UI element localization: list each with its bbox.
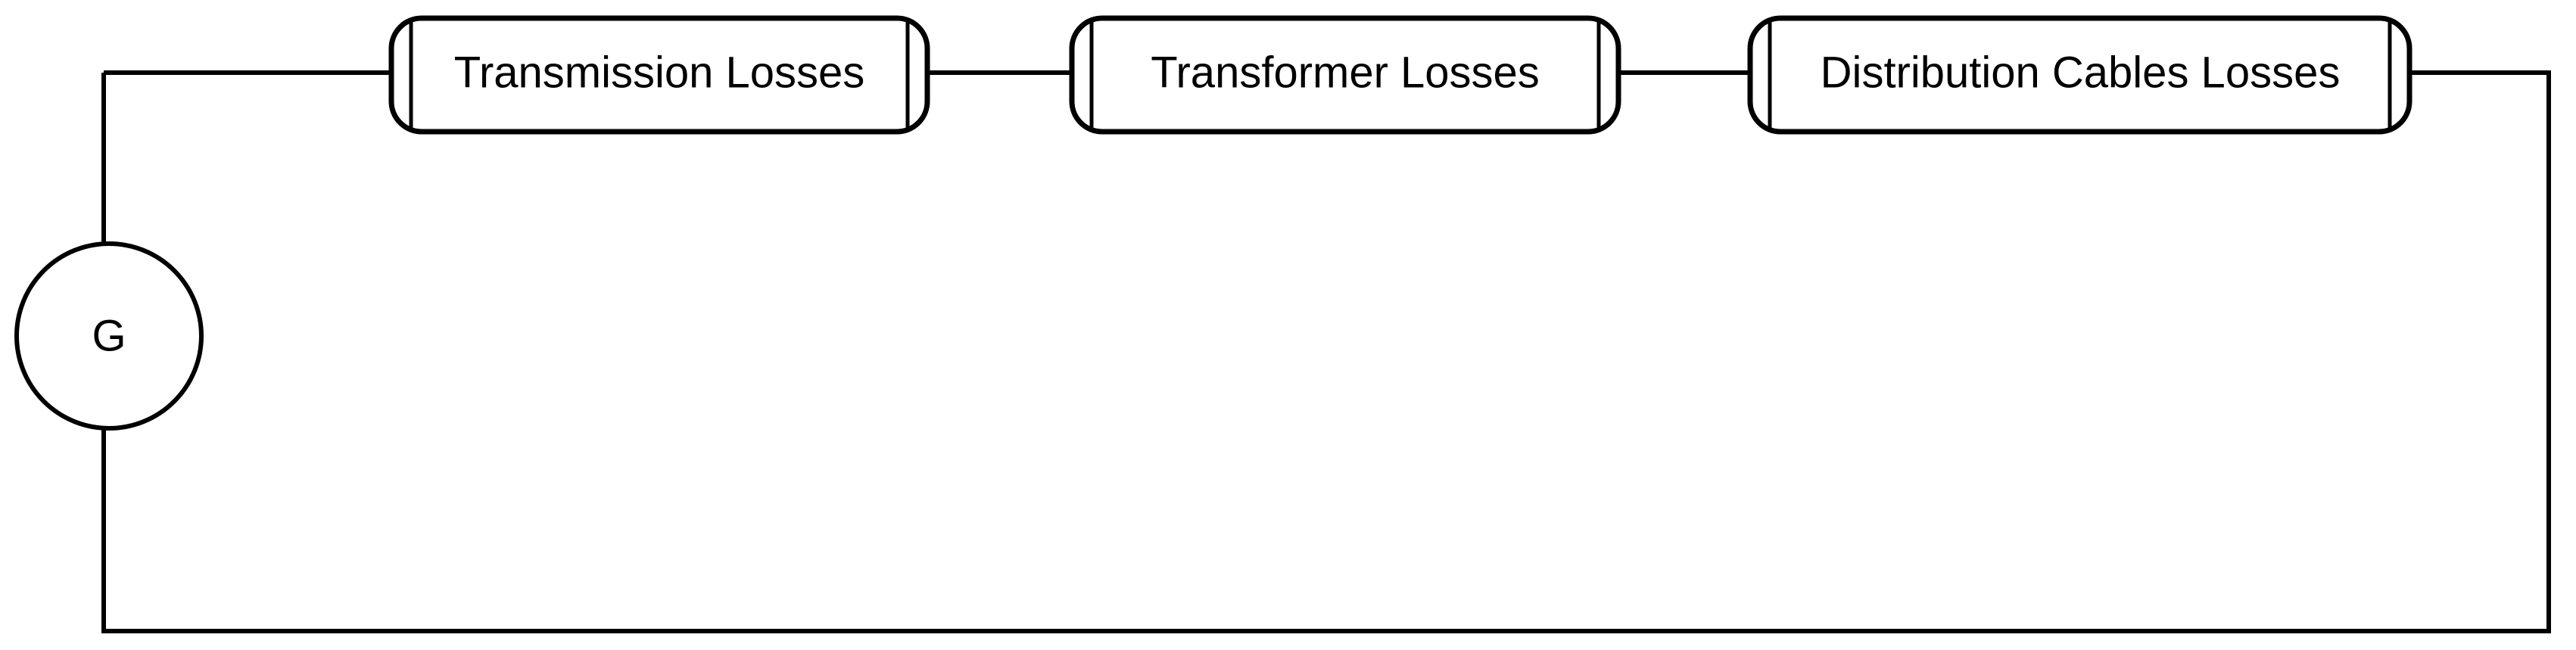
generator-symbol[interactable]: G xyxy=(14,241,204,431)
generator-circle[interactable] xyxy=(14,241,204,431)
block-transmission-losses-body[interactable] xyxy=(388,15,930,135)
block-distribution-cables-losses-label: Distribution Cables Losses xyxy=(1821,48,2341,97)
generator-label: G xyxy=(92,311,126,360)
block-transmission-losses-label: Transmission Losses xyxy=(454,48,865,97)
block-distribution-cables-losses-body[interactable] xyxy=(1747,15,2412,135)
block-transformer-losses-label: Transformer Losses xyxy=(1151,48,1540,97)
block-transmission-losses[interactable]: Transmission Losses xyxy=(388,15,930,135)
block-distribution-cables-losses[interactable]: Distribution Cables Losses xyxy=(1747,15,2412,135)
block-transformer-losses[interactable]: Transformer Losses xyxy=(1069,15,1621,135)
block-transformer-losses-body[interactable] xyxy=(1069,15,1621,135)
wire-group xyxy=(101,70,2551,633)
